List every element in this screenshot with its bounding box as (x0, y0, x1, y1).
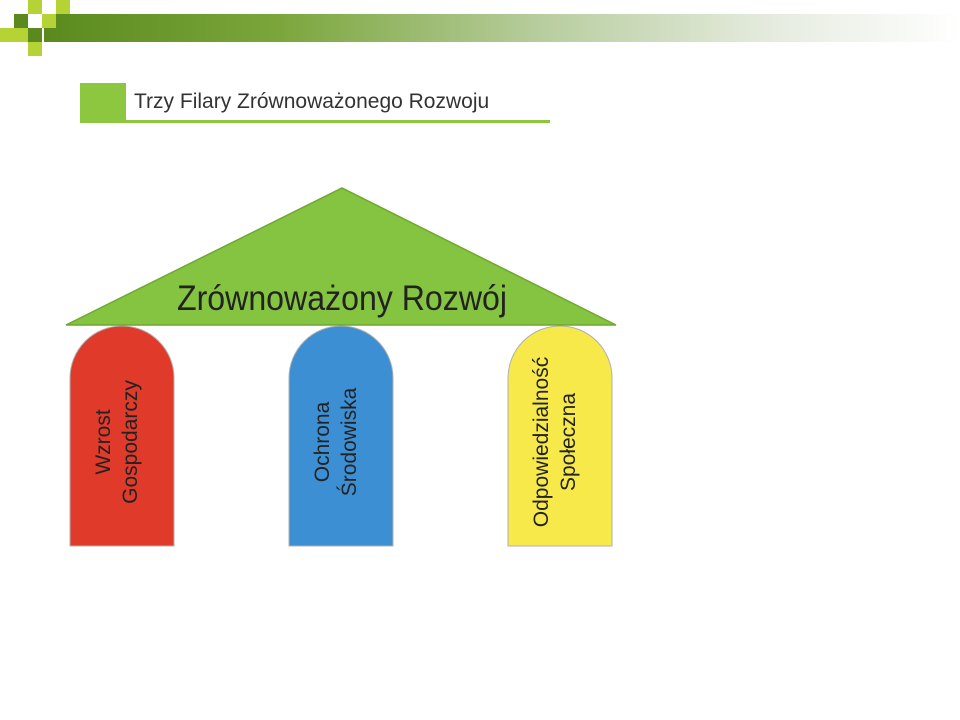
roof-shape (65, 187, 617, 326)
decor-square (14, 28, 28, 42)
pillar-1-shape (69, 325, 175, 547)
pillar-3-label-line1: Odpowiedzialność (530, 357, 553, 527)
pillars-svg: Wzrost Gospodarczy Ochrona Środowiska Od… (65, 187, 617, 547)
top-decor-bar (44, 14, 960, 42)
pillar-2-shape (288, 325, 394, 547)
header-banner: Trzy Filary Zrównoważonego Rozwoju (80, 83, 550, 123)
pillar-3-shape (507, 325, 613, 547)
pillar-1: Wzrost Gospodarczy (69, 325, 175, 547)
pillar-2: Ochrona Środowiska (288, 325, 394, 547)
decor-square (28, 42, 42, 56)
pillar-1-label-line2: Gospodarczy (119, 380, 142, 504)
decor-square (56, 0, 70, 14)
roof: Zrównoważony Rozwój (65, 187, 617, 326)
decor-square (0, 28, 14, 42)
pillars-diagram: Wzrost Gospodarczy Ochrona Środowiska Od… (60, 180, 625, 550)
header-underline (126, 120, 550, 123)
pillar-2-label-line2: Środowiska (337, 387, 361, 496)
decor-square (42, 14, 56, 28)
pillar-2-label-line1: Ochrona (311, 401, 334, 482)
decor-square (28, 0, 42, 14)
pillar-3: Odpowiedzialność Społeczna (507, 325, 613, 547)
decor-square (28, 28, 42, 42)
pillar-1-label-line1: Wzrost (92, 409, 115, 474)
header-swatch (80, 83, 126, 123)
roof-label: Zrównoważony Rozwój (177, 279, 507, 318)
page-title: Trzy Filary Zrównoważonego Rozwoju (134, 90, 490, 113)
pillar-3-label-line2: Społeczna (557, 393, 580, 491)
decor-square (14, 14, 28, 28)
